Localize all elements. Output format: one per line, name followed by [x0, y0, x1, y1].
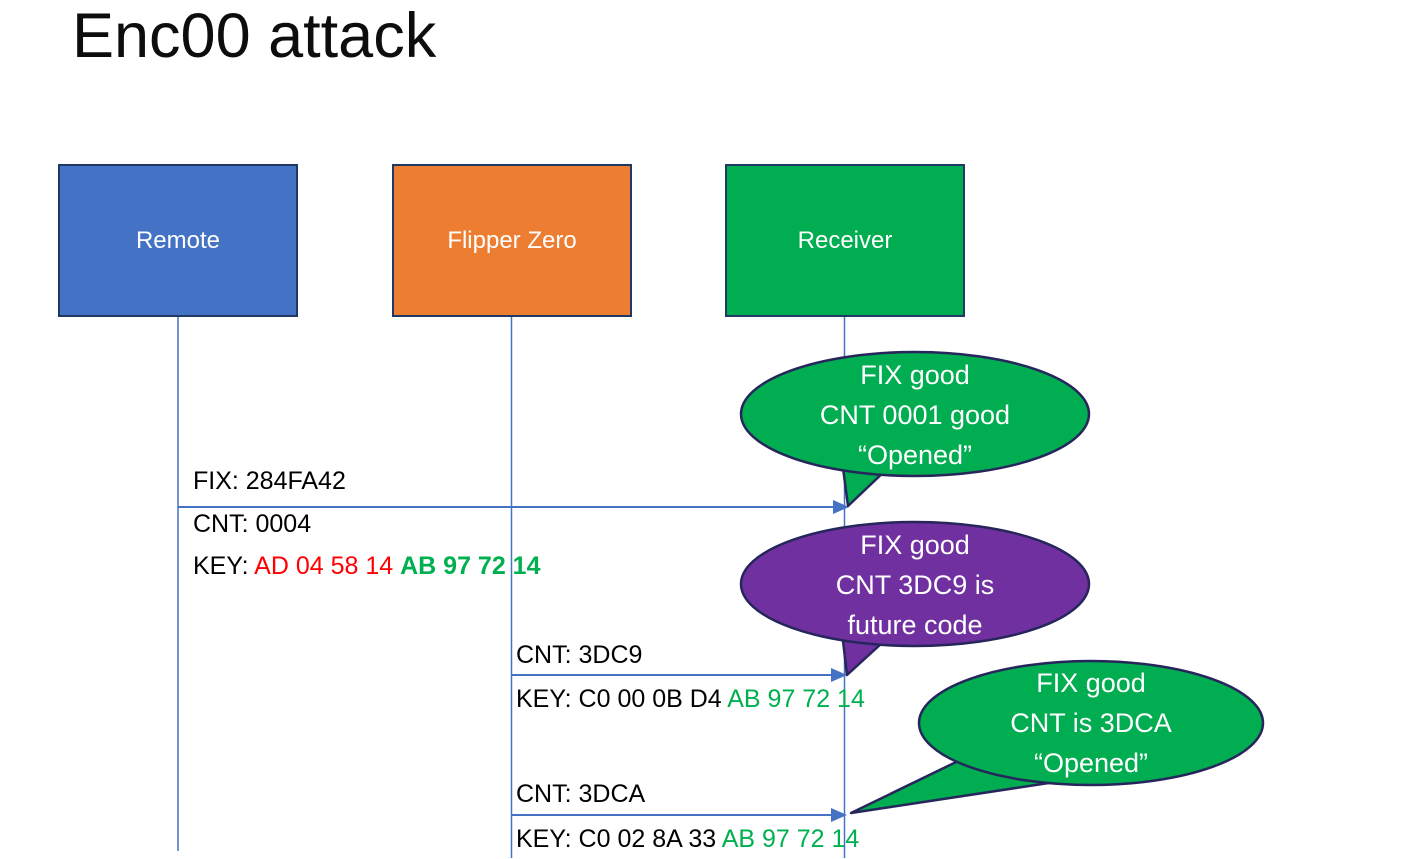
message-3-key-prefix: KEY: C0 02 8A 33	[516, 825, 722, 853]
callout-1-bubble	[739, 350, 1091, 478]
actor-box-receiver: Receiver	[725, 164, 965, 317]
callout-3-line3: “Opened”	[1033, 748, 1149, 778]
callout-1-line3: “Opened”	[857, 439, 973, 470]
message-arrow-2-head	[831, 668, 847, 682]
message-2-key-prefix: KEY: C0 00 0B D4	[516, 685, 728, 713]
message-3-key-green-bytes: AB 97 72 14	[721, 825, 860, 853]
message-3-cnt-text: CNT: 3DCA	[516, 780, 646, 808]
message-2-cnt-text: CNT: 3DC9	[516, 641, 643, 669]
actor-label-receiver: Receiver	[797, 226, 893, 254]
message-2-key-label: KEY: C0 00 0B D4 AB 97 72 14	[516, 684, 865, 714]
callout-1-line1: FIX good	[860, 359, 970, 390]
message-1-key-prefix: KEY:	[193, 552, 255, 580]
message-1-key-red-bytes: AD 04 58 14	[254, 552, 401, 580]
slide-title: Enc00 attack	[72, 1, 437, 71]
message-1-cnt-text: CNT: 0004	[193, 510, 312, 538]
callout-2-line2: CNT 3DC9 is	[835, 569, 995, 600]
message-1-fix-label: FIX: 284FA42	[193, 466, 346, 496]
message-arrow-1-head	[833, 500, 849, 514]
callout-2-line3: future code	[847, 609, 983, 640]
callout-2-bubble	[739, 520, 1091, 648]
callout-3-bubble	[917, 659, 1265, 787]
callout-3-line1: FIX good	[1036, 668, 1146, 698]
callout-3-line2: CNT is 3DCA	[1010, 708, 1172, 738]
callout-2-text: FIX good CNT 3DC9 is future code	[741, 523, 1089, 646]
message-1-cnt-label: CNT: 0004	[193, 509, 311, 539]
message-arrow-3-head	[831, 808, 847, 822]
message-2-cnt-label: CNT: 3DC9	[516, 640, 642, 670]
callout-2-line1: FIX good	[860, 529, 970, 560]
message-1-fix-text: FIX: 284FA42	[193, 467, 346, 495]
actor-box-remote: Remote	[58, 164, 298, 317]
actor-label-remote: Remote	[135, 226, 221, 254]
message-3-cnt-label: CNT: 3DCA	[516, 779, 645, 809]
message-3-key-label: KEY: C0 02 8A 33 AB 97 72 14	[516, 824, 859, 854]
callout-1-line2: CNT 0001 good	[819, 399, 1011, 430]
message-1-key-green-bytes: AB 97 72 14	[400, 552, 541, 580]
message-2-key-green-bytes: AB 97 72 14	[727, 685, 865, 713]
actor-label-flipper-zero: Flipper Zero	[447, 226, 577, 254]
callout-3-text: FIX good CNT is 3DCA “Opened”	[919, 661, 1263, 785]
callout-1-text: FIX good CNT 0001 good “Opened”	[741, 353, 1089, 476]
message-1-key-label: KEY: AD 04 58 14 AB 97 72 14	[193, 551, 540, 581]
actor-box-flipper-zero: Flipper Zero	[392, 164, 632, 317]
